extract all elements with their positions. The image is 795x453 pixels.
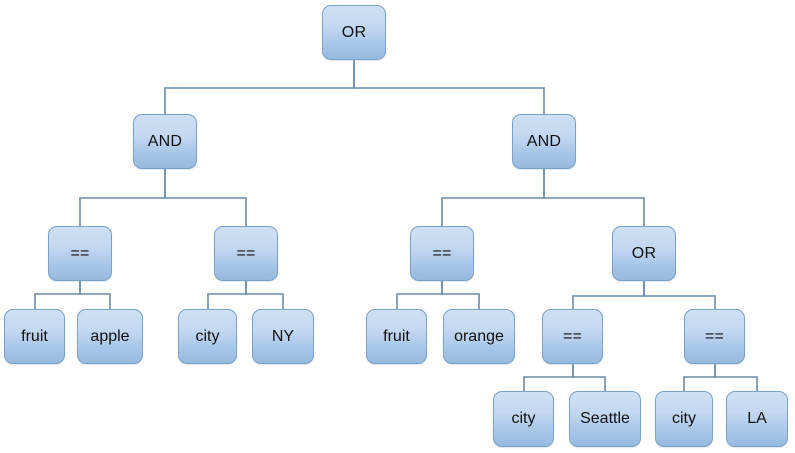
tree-node-n2[interactable]: AND: [512, 114, 576, 169]
tree-node-label: city: [195, 327, 220, 345]
tree-node-label: AND: [147, 132, 183, 150]
tree-node-label: LA: [747, 410, 767, 427]
tree-node-n4[interactable]: ==: [214, 226, 278, 281]
tree-node-n18[interactable]: LA: [726, 391, 788, 447]
tree-node-label: Seattle: [580, 410, 630, 427]
tree-edge-n2-n6: [543, 169, 645, 226]
tree-node-label: ==: [432, 244, 452, 262]
tree-node-n0[interactable]: OR: [322, 5, 386, 60]
tree-node-n11[interactable]: fruit: [366, 309, 427, 364]
tree-edge-n14-n17: [683, 364, 716, 391]
tree-edge-n4-n9: [207, 281, 247, 309]
tree-node-n9[interactable]: city: [178, 309, 237, 364]
tree-node-label: orange: [454, 327, 504, 345]
tree-edge-n13-n15: [523, 364, 574, 391]
tree-node-n12[interactable]: orange: [443, 309, 515, 364]
tree-node-label: city: [672, 410, 696, 427]
tree-edge-n1-n3: [79, 169, 166, 226]
tree-edge-n2-n5: [441, 169, 545, 226]
tree-edge-n4-n10: [245, 281, 284, 309]
tree-node-label: ==: [236, 244, 256, 262]
tree-node-label: ==: [562, 327, 583, 345]
tree-edge-n0-n2: [353, 60, 545, 114]
tree-node-label: OR: [341, 23, 367, 41]
tree-node-label: AND: [526, 132, 562, 150]
tree-node-label: ==: [704, 327, 725, 345]
tree-node-label: fruit: [383, 327, 410, 345]
tree-edge-n3-n8: [79, 281, 111, 309]
tree-node-n15[interactable]: city: [493, 391, 554, 447]
tree-node-n10[interactable]: NY: [252, 309, 314, 364]
tree-node-label: apple: [90, 327, 130, 345]
tree-edge-n6-n13: [572, 281, 645, 309]
tree-edge-n1-n4: [164, 169, 247, 226]
tree-edge-n13-n16: [572, 364, 606, 391]
tree-node-label: OR: [631, 244, 657, 262]
tree-node-n5[interactable]: ==: [410, 226, 474, 281]
tree-node-n13[interactable]: ==: [542, 309, 603, 364]
tree-edge-n6-n14: [643, 281, 716, 309]
tree-node-n8[interactable]: apple: [77, 309, 143, 364]
tree-edge-n14-n18: [714, 364, 758, 391]
tree-edge-n5-n12: [441, 281, 480, 309]
tree-node-label: city: [511, 410, 536, 427]
tree-edge-n0-n1: [164, 60, 355, 114]
tree-node-n7[interactable]: fruit: [4, 309, 65, 364]
tree-node-n17[interactable]: city: [655, 391, 713, 447]
tree-edge-n3-n7: [34, 281, 81, 309]
tree-node-n1[interactable]: AND: [133, 114, 197, 169]
tree-node-n14[interactable]: ==: [684, 309, 745, 364]
tree-node-label: fruit: [21, 327, 48, 345]
tree-node-n3[interactable]: ==: [48, 226, 112, 281]
tree-node-n16[interactable]: Seattle: [569, 391, 641, 447]
tree-edge-n5-n11: [396, 281, 443, 309]
tree-node-label: ==: [70, 244, 90, 262]
tree-node-n6[interactable]: OR: [612, 226, 676, 281]
tree-node-label: NY: [271, 327, 295, 345]
